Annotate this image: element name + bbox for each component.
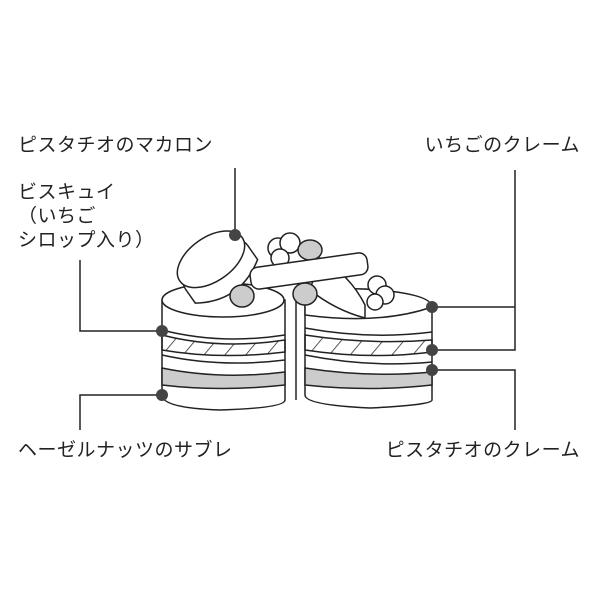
label-pistachio-macaron: ピスタチオのマカロン [18,134,214,156]
flower-decorations [267,232,395,311]
label-biscuit: ビスキュイ （いちご シロップ入り） [18,180,155,252]
label-biscuit-line1: ビスキュイ [18,181,116,203]
leader-lines [79,168,516,430]
label-strawberry-cream: いちごのクレーム [424,134,580,156]
label-biscuit-line3: シロップ入り） [18,229,155,251]
markers [156,229,438,401]
label-biscuit-line2: （いちご [18,205,97,227]
left-cake-tier [161,282,286,411]
label-hazelnut-sable: ヘーゼルナッツのサブレ [18,439,233,461]
macaron-small [297,239,323,261]
macaron [176,230,259,304]
chocolate-bar [249,252,369,290]
label-pistachio-cream: ピスタチオのクレーム [385,439,580,461]
